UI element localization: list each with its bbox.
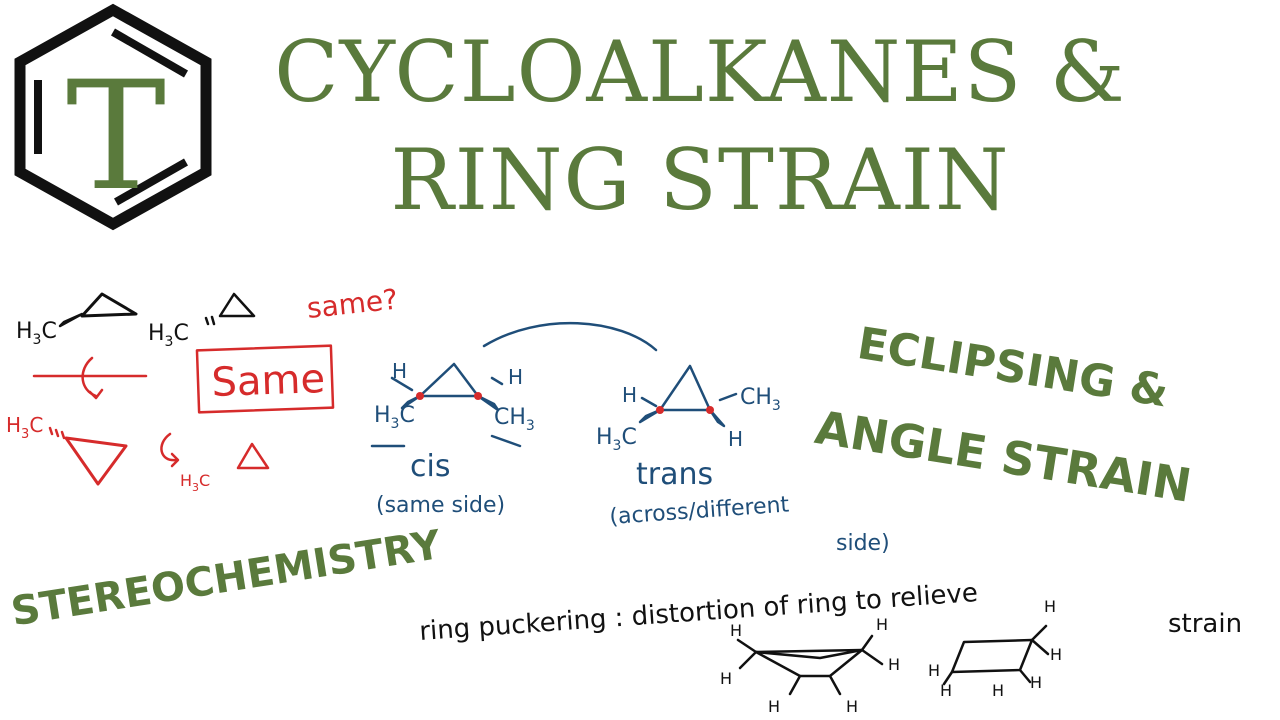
methylcyclopropane-dash	[204, 292, 256, 326]
puckered-cyclopentane	[736, 634, 884, 696]
cis-trans-diagram	[370, 321, 738, 448]
same-box	[195, 344, 335, 414]
same-question-note: same?	[305, 283, 399, 325]
methylcyclopropane-wedge	[58, 292, 138, 328]
ring-puckering-note: ring puckering : distortion of ring to r…	[418, 578, 978, 647]
logo: T	[14, 3, 212, 231]
h3c-label: H3C	[596, 425, 637, 454]
red-annotations	[32, 344, 335, 486]
svg-text:H: H	[730, 621, 742, 640]
h3c-label: H3C	[180, 471, 210, 494]
logo-letter: T	[66, 50, 166, 224]
benzene-hexagon-icon	[14, 3, 212, 231]
trans-label: trans	[636, 457, 713, 492]
ch3-label: CH3	[494, 405, 535, 434]
h3c-label: H3C	[374, 403, 415, 432]
svg-text:H: H	[888, 655, 900, 674]
page-title-line-1: CYCLOALKANES &	[274, 23, 1126, 121]
h3c-label: H3C	[16, 319, 57, 348]
h3c-label: H3C	[6, 413, 43, 442]
h-label: H	[622, 383, 637, 407]
cis-label: cis	[410, 449, 450, 484]
svg-text:H: H	[1044, 597, 1056, 616]
cis-description: (same side)	[376, 493, 505, 518]
h-label: H	[392, 359, 407, 383]
svg-text:H: H	[992, 681, 1004, 700]
red-cyclopropane-dash	[236, 442, 270, 470]
puckered-cyclobutane	[942, 624, 1050, 686]
cis-cyclopropane	[418, 362, 480, 398]
svg-text:H: H	[1050, 645, 1062, 664]
stereocenter-dots	[416, 392, 714, 414]
svg-text:H: H	[876, 615, 888, 634]
h-label: H	[508, 365, 523, 389]
trans-cyclopropane	[658, 364, 712, 412]
trans-description-2: side)	[836, 531, 890, 556]
svg-text:H: H	[1030, 673, 1042, 692]
svg-text:H: H	[928, 661, 940, 680]
h-label: H	[728, 427, 743, 451]
svg-text:H: H	[940, 681, 952, 700]
svg-text:H: H	[720, 669, 732, 688]
strain-note: strain	[1168, 609, 1242, 639]
trans-description-1: (across/different	[609, 492, 791, 530]
comparison-arc	[482, 321, 658, 352]
benzene-double-bond-icon	[111, 28, 188, 78]
ch3-label: CH3	[740, 385, 781, 414]
svg-text:H: H	[846, 697, 858, 716]
page-title-line-2: RING STRAIN	[390, 131, 1010, 229]
svg-text:H: H	[768, 697, 780, 716]
red-cyclopropane-wedge	[64, 436, 128, 486]
h3c-label: H3C	[148, 321, 189, 350]
benzene-double-bond-icon	[114, 158, 188, 206]
same-box-label: Same	[211, 356, 326, 406]
